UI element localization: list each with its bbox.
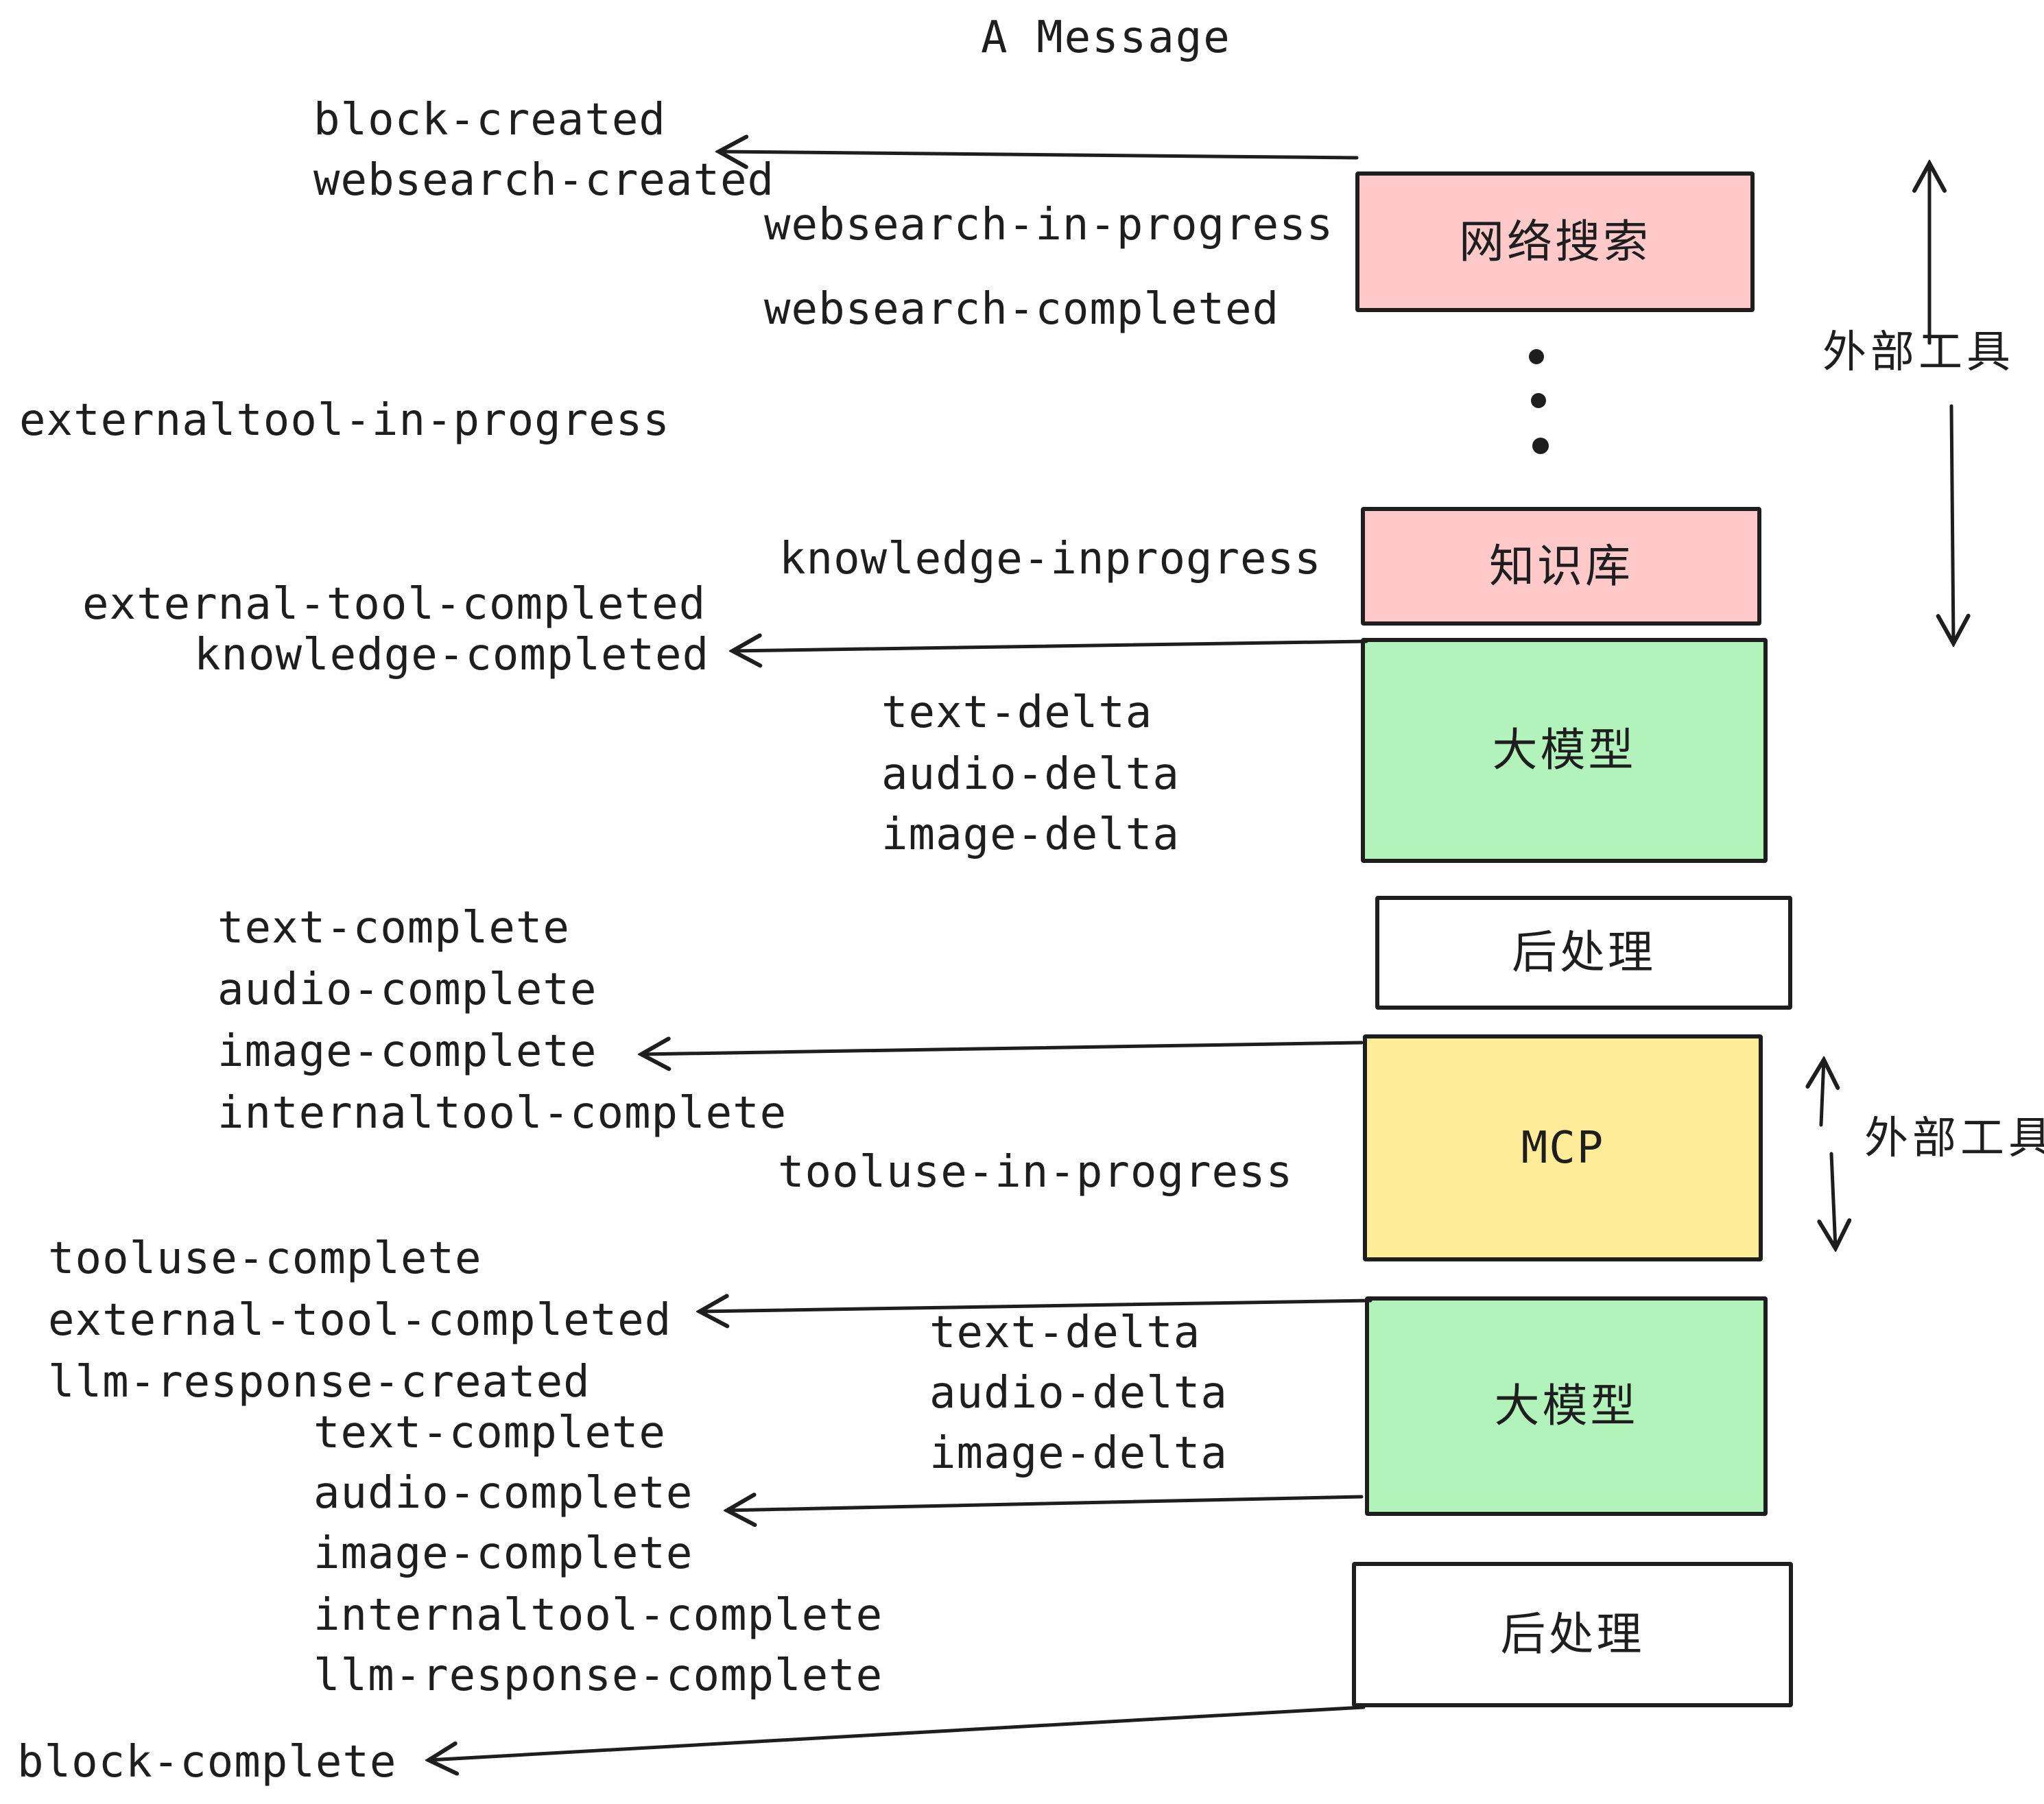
external-tools-top-down-arrow: [1951, 404, 1953, 643]
event-block-complete: block-complete: [17, 1737, 397, 1788]
event-knowledge-inprogress: knowledge-inprogress: [779, 534, 1322, 584]
event-block-created: block-created: [313, 95, 666, 145]
arrow-mcp-to-image-complete: [641, 1043, 1364, 1054]
external-tools-mid-up-arrow: [1821, 1060, 1824, 1127]
event-image-complete: image-complete: [217, 1026, 597, 1077]
event-llm-response-created: llm-response-created: [48, 1357, 591, 1408]
event-image-delta: image-delta: [881, 809, 1180, 860]
event-websearch-completed: websearch-completed: [764, 284, 1280, 335]
event-text-complete-2: text-complete: [313, 1408, 666, 1458]
event-image-complete-2: image-complete: [313, 1528, 693, 1579]
event-audio-delta-2: audio-delta: [929, 1368, 1228, 1419]
box-postprocess-2-label: 后处理: [1500, 1608, 1645, 1661]
event-text-complete: text-complete: [217, 903, 570, 953]
event-audio-delta: audio-delta: [881, 749, 1180, 800]
side-label-external-tools-top: 外部工具: [1822, 327, 2015, 378]
event-llm-response-complete: llm-response-complete: [313, 1650, 883, 1701]
event-text-delta: text-delta: [881, 687, 1153, 738]
external-tools-mid-down-arrow: [1831, 1152, 1835, 1248]
box-llm-1-label: 大模型: [1492, 724, 1637, 776]
box-llm-2: 大模型: [1365, 1296, 1768, 1516]
box-llm-1: 大模型: [1361, 638, 1768, 863]
arrow-postprocess-to-block-complete: [429, 1705, 1366, 1760]
event-audio-complete: audio-complete: [217, 964, 597, 1015]
diagram-title: A Message: [981, 12, 1231, 63]
event-websearch-in-progress: websearch-in-progress: [764, 200, 1334, 250]
box-postprocess-1: 后处理: [1375, 896, 1792, 1010]
arrow-llm1-to-knowledge-completed: [733, 641, 1368, 651]
box-llm-2-label: 大模型: [1494, 1379, 1639, 1432]
box-postprocess-2: 后处理: [1352, 1562, 1793, 1707]
arrow-llm2-to-audio-complete: [727, 1497, 1364, 1510]
box-mcp-label: MCP: [1521, 1122, 1605, 1174]
event-external-tool-completed-2: external-tool-completed: [48, 1295, 672, 1346]
box-knowledge: 知识库: [1361, 507, 1761, 626]
box-websearch-label: 网络搜索: [1459, 215, 1651, 268]
event-internaltool-complete: internaltool-complete: [217, 1088, 787, 1139]
event-image-delta-2: image-delta: [929, 1428, 1228, 1479]
box-knowledge-label: 知识库: [1489, 539, 1633, 593]
event-tooluse-complete: tooluse-complete: [48, 1233, 482, 1284]
ellipsis-dots: [1529, 349, 1549, 454]
box-mcp: MCP: [1363, 1034, 1763, 1261]
event-websearch-created: websearch-created: [313, 155, 775, 206]
event-audio-complete-2: audio-complete: [313, 1468, 693, 1519]
event-internaltool-complete-2: internaltool-complete: [313, 1590, 883, 1641]
event-external-tool-completed: external-tool-completed: [82, 579, 706, 630]
box-websearch: 网络搜索: [1355, 171, 1755, 312]
event-externaltool-in-progress: externaltool-in-progress: [19, 395, 670, 446]
box-postprocess-1-label: 后处理: [1512, 926, 1656, 979]
side-label-external-tools-mid: 外部工具: [1864, 1113, 2044, 1164]
event-text-delta-2: text-delta: [929, 1307, 1201, 1358]
arrow-websearch-to-block-created: [719, 152, 1359, 158]
event-tooluse-in-progress: tooluse-in-progress: [778, 1147, 1294, 1198]
event-knowledge-completed: knowledge-completed: [194, 630, 710, 680]
